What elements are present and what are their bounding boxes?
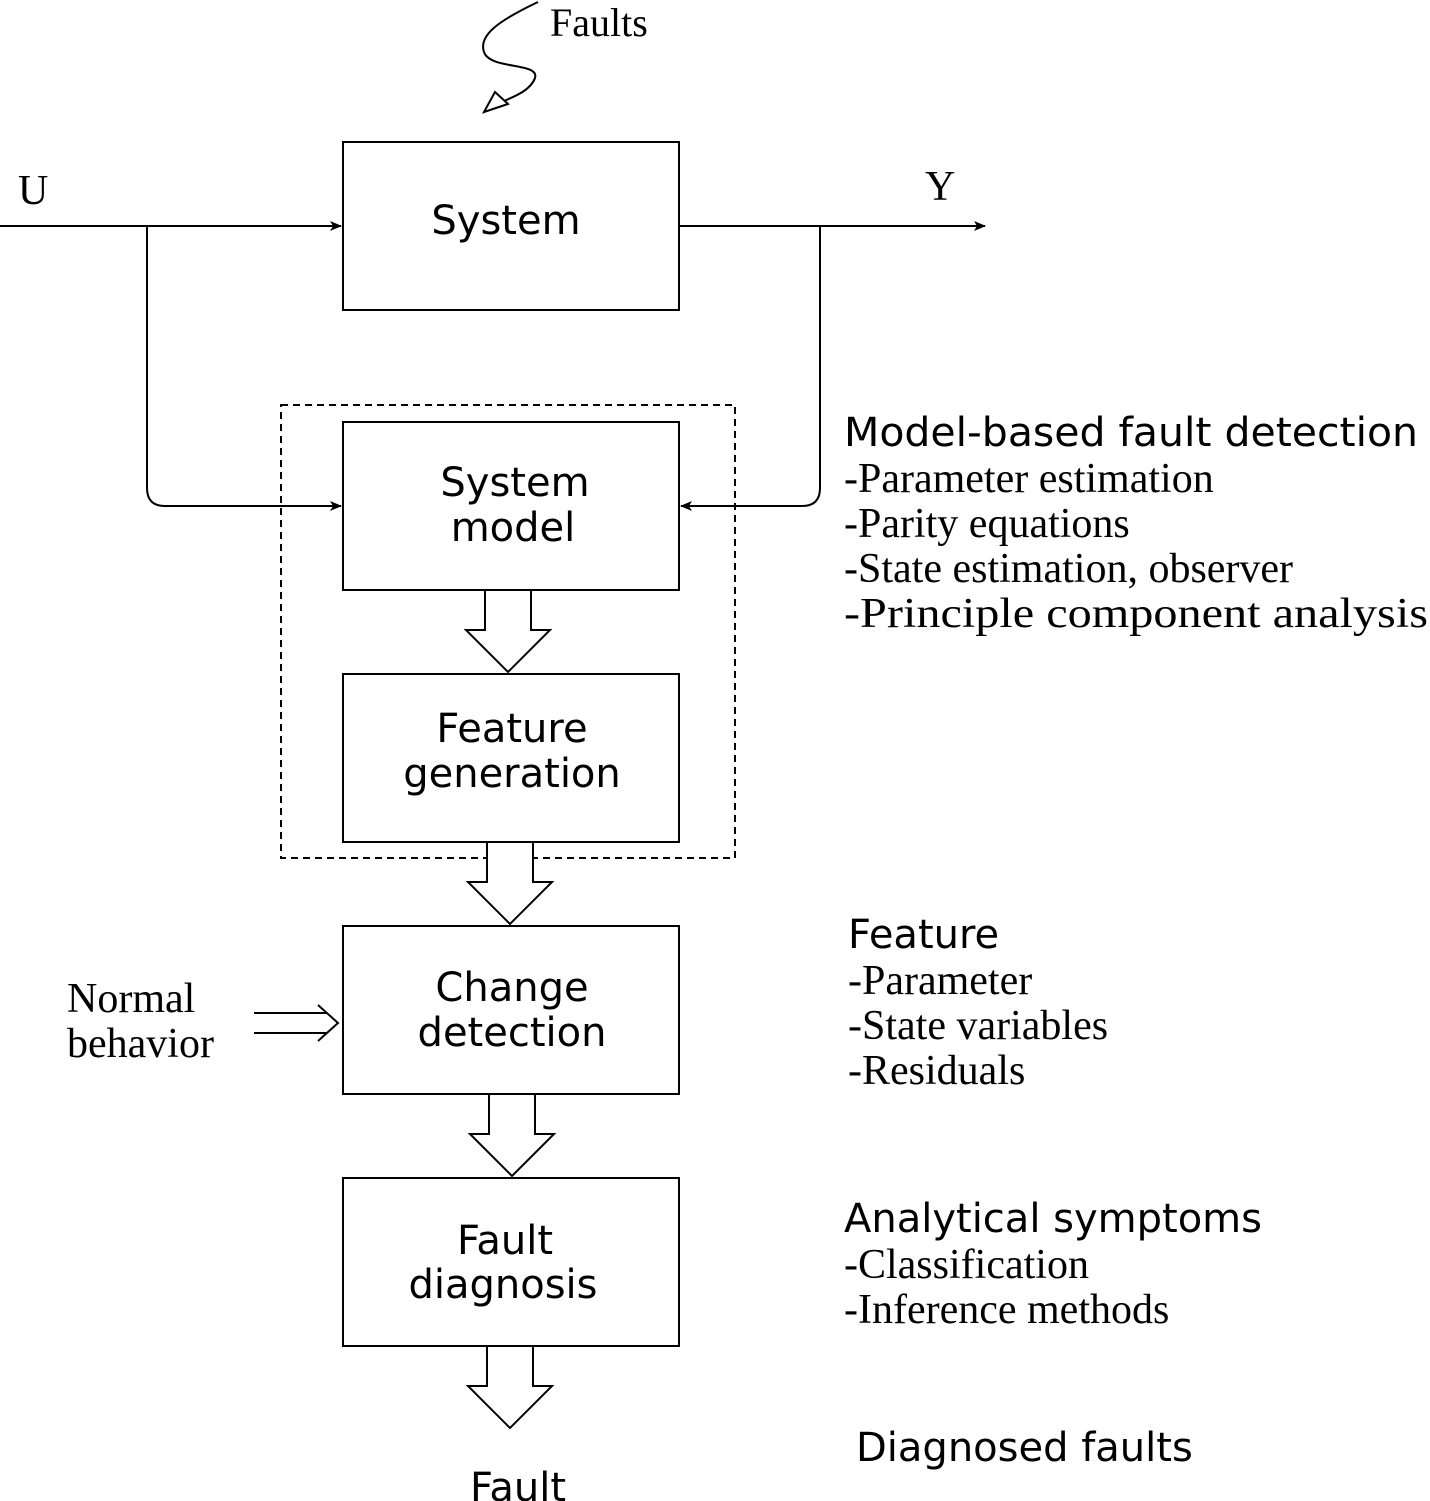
model-based-item: -Parity equations	[844, 501, 1130, 547]
faults-disturbance-arrow	[481, 1, 539, 114]
normal-behavior-label-line2: behavior	[67, 1021, 214, 1067]
model-based-item: -State estimation, observer	[844, 546, 1293, 592]
feature-item: -State variables	[848, 1003, 1108, 1049]
output-to-model-arrow	[680, 226, 821, 511]
analytical-item: -Inference methods	[844, 1287, 1169, 1333]
input-to-model-arrow	[146, 226, 342, 511]
feature-item: -Parameter	[848, 958, 1032, 1004]
change-detection-box	[342, 925, 680, 1095]
feature-title: Feature	[848, 912, 999, 958]
model-based-annotation: Model-based fault detection -Parameter e…	[844, 410, 1428, 637]
feature-generation-box	[342, 673, 680, 843]
feature-to-change-arrow	[465, 841, 555, 926]
change-to-diagnosis-arrow	[467, 1093, 557, 1178]
change-detection-label-line1: Change	[435, 965, 588, 1011]
system-model-label-line1: System	[440, 460, 589, 506]
change-detection-label-line2: detection	[418, 1010, 607, 1056]
feature-annotation: Feature -Parameter -State variables -Res…	[848, 912, 1108, 1094]
fault-diagnosis-label-line1: Fault	[457, 1218, 553, 1264]
analytical-item: -Classification	[844, 1242, 1089, 1288]
fault-diagnosis-label-line2: diagnosis	[408, 1262, 597, 1308]
output-y-label: Y	[925, 164, 955, 210]
model-based-item: -Principle component analysis	[844, 591, 1428, 637]
normal-behavior-label-line1: Normal	[67, 976, 195, 1022]
analytical-title: Analytical symptoms	[844, 1196, 1262, 1242]
model-based-item: -Parameter estimation	[844, 456, 1214, 502]
model-based-title: Model-based fault detection	[844, 410, 1418, 456]
feature-item: -Residuals	[848, 1048, 1025, 1094]
analytical-annotation: Analytical symptoms -Classification -Inf…	[844, 1196, 1262, 1333]
feature-generation-label-line2: generation	[403, 751, 621, 797]
feature-generation-label-line1: Feature	[436, 706, 587, 752]
input-u-label: U	[18, 168, 48, 214]
diagnosed-faults-label: Diagnosed faults	[856, 1425, 1193, 1471]
system-model-label-line2: model	[451, 505, 576, 551]
system-box-label: System	[431, 198, 580, 244]
normal-behavior-arrow	[254, 1004, 340, 1042]
faults-label: Faults	[550, 0, 648, 45]
diagnosis-output-arrow	[465, 1345, 555, 1430]
fault-diagnosis-box	[342, 1177, 680, 1347]
fault-output-label: Fault	[470, 1465, 566, 1501]
model-to-feature-arrow	[463, 589, 553, 674]
system-box	[342, 141, 680, 311]
